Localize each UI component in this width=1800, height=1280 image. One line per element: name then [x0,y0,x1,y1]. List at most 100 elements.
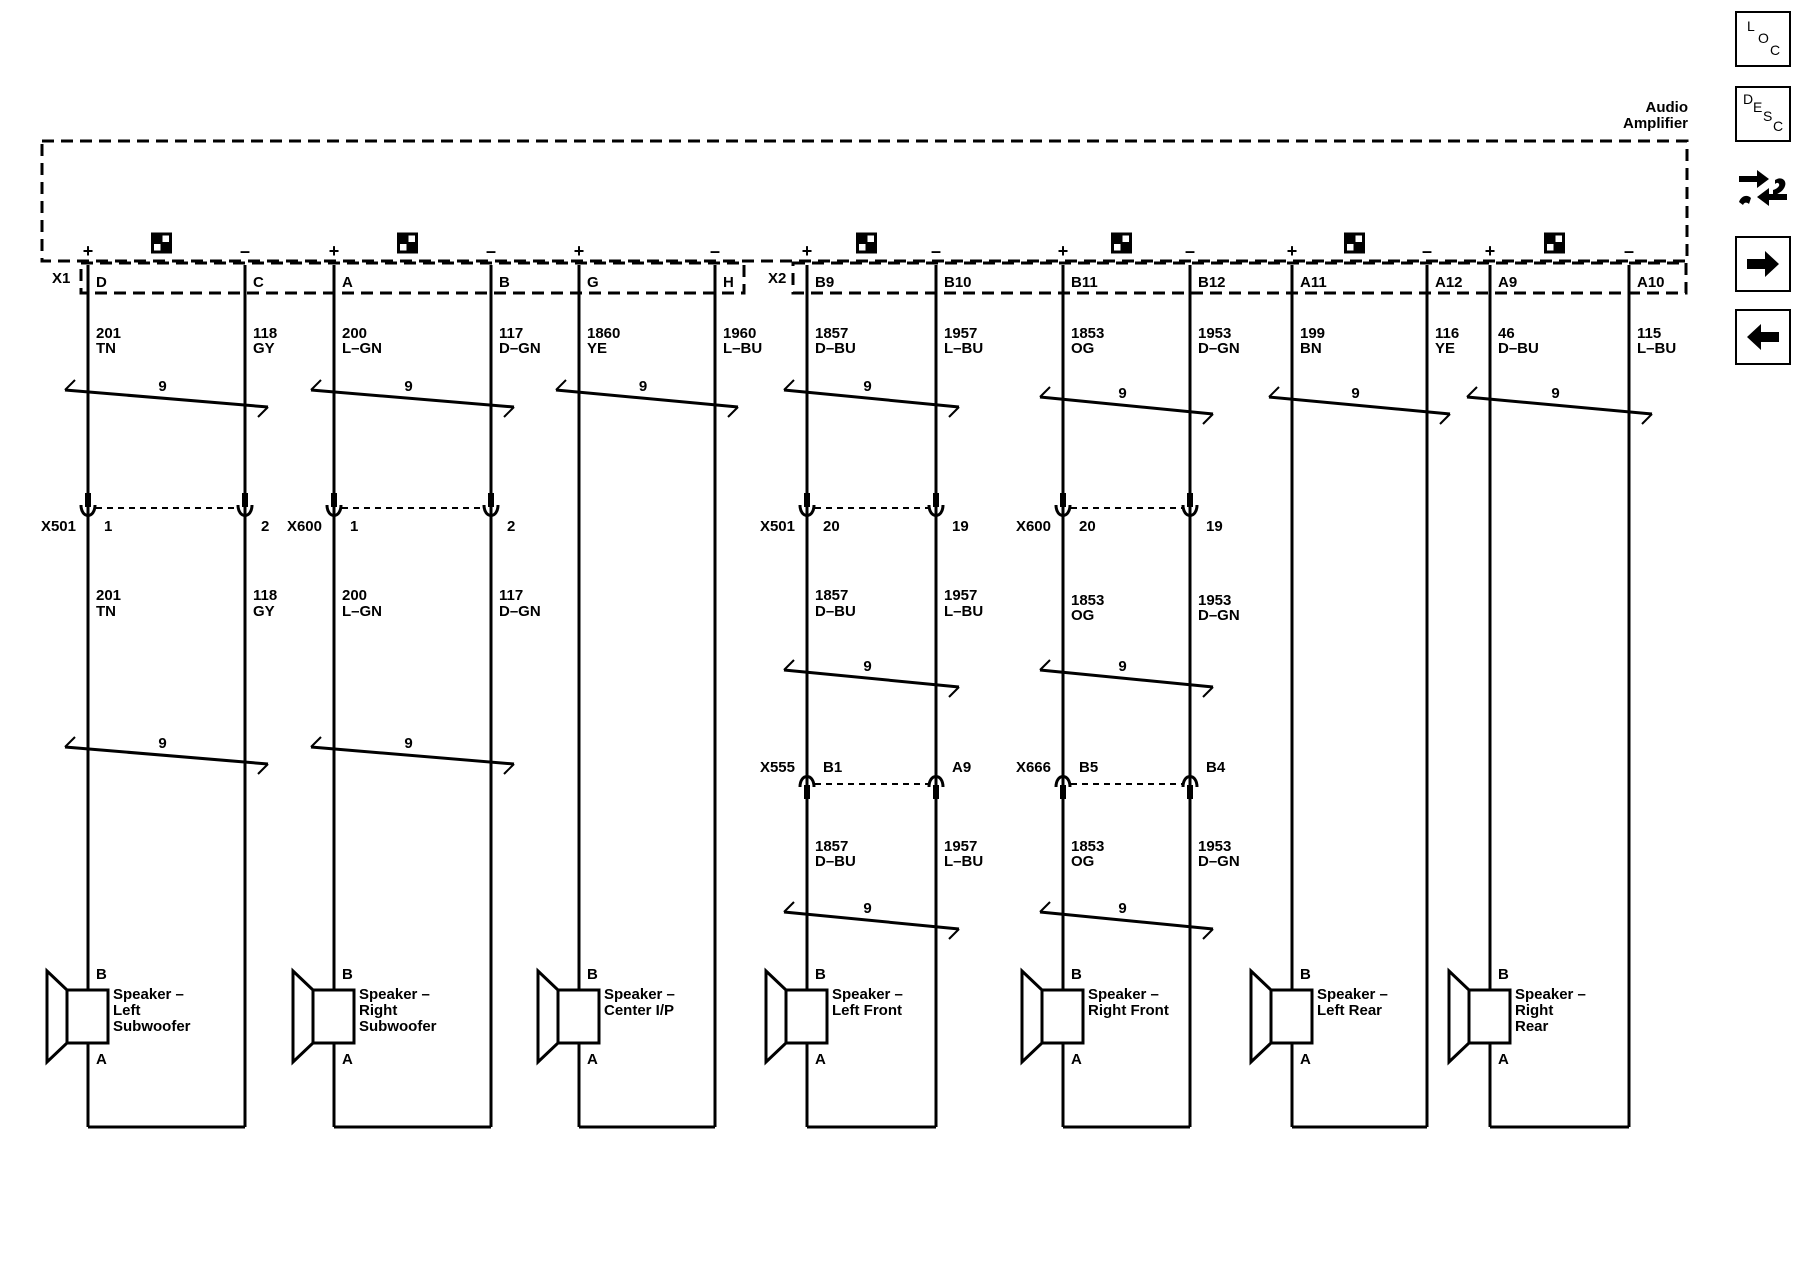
circuit-4-inline2-pin-negative: A9 [952,759,971,776]
arrow-left-icon [1747,324,1779,350]
circuit-2-twist-lower-label: 9 [404,735,412,752]
circuit-6-shield-symbol-fill-b [1354,243,1364,252]
circuit-4-low-positive-number: 1857 [815,838,848,855]
circuit-5-low-positive-number: 1853 [1071,838,1104,855]
circuit-1-mid-negative-color: GY [253,603,275,620]
circuit-5-circuit-negative-color: D–GN [1198,340,1240,357]
loc-button[interactable]: L O C [1735,11,1791,67]
circuit-1-shield-symbol-fill-a [152,234,162,243]
circuit-1-plus: + [83,241,94,261]
circuit-4-circuit-negative-color: L–BU [944,340,983,357]
circuit-1-circuit-negative-color: GY [253,340,275,357]
circuit-2-speaker-label-3: Subwoofer [359,1018,437,1035]
circuit-2-speaker-icon-magnet [311,988,356,1045]
circuit-5-inline-pin-negative: 19 [1206,518,1223,535]
circuit-4-pin-negative: B10 [944,274,972,291]
circuit-5-twist-mid-label: 9 [1118,658,1126,675]
desc-letter-e: E [1753,99,1763,115]
circuit-1-pin-positive: D [96,274,107,291]
x1-connector-outline [79,261,746,295]
circuit-2-circuit-negative-color: D–GN [499,340,541,357]
circuit-2-mid-negative-color: D–GN [499,603,541,620]
circuit-3-pin-negative: H [723,274,734,291]
circuit-1-inline-connector-name: X501 [41,518,76,535]
circuit-5-twist-top-label: 9 [1118,385,1126,402]
circuit-4-mid-negative-number: 1957 [944,587,977,604]
circuit-1-speaker-label-2: Left [113,1002,141,1019]
circuit-4-inline2-connector-name: X555 [760,759,795,776]
circuit-4-speaker-label-1: Speaker – [832,986,903,1003]
circuit-3-circuit-positive-color: YE [587,340,607,357]
circuit-4-circuit-positive-color: D–BU [815,340,856,357]
circuit-6-twist-top-tick-left [1268,386,1280,398]
circuit-5-mid-positive-number: 1853 [1071,592,1104,609]
desc-letter-c: C [1773,118,1784,134]
circuit-1-inline-pin-positive: 1 [104,518,112,535]
circuit-6-pin-positive: A11 [1300,274,1327,291]
circuit-6-twist-top-label: 9 [1351,385,1359,402]
circuit-2-inline-connector-name: X600 [287,518,322,535]
circuit-5-inline2-connector-name: X666 [1016,759,1051,776]
circuit-4-pin-positive: B9 [815,274,834,291]
circuit-5-low-negative-color: D–GN [1198,853,1240,870]
circuit-5-circuit-negative-number: 1953 [1198,325,1231,342]
circuit-5-pin-positive: B11 [1071,274,1098,291]
circuit-5-inline2-positive-cup [1054,775,1072,788]
circuit-5-inline-negative-cup [1181,504,1199,517]
circuit-2-inline-negative-pin [488,493,494,507]
circuit-6-minus: – [1422,241,1432,261]
circuit-1-twist-top-line [64,388,269,409]
circuit-5-twist-bottom-tick-left [1039,901,1051,913]
circuit-4-twist-mid-line [783,668,960,689]
circuit-6-twist-top-tick-right [1439,413,1451,425]
arrow-right-icon [1747,251,1779,277]
circuit-6-circuit-negative-color: YE [1435,340,1455,357]
circuit-4-inline2-negative-cup [927,775,945,788]
circuit-3-speaker-label-2: Center I/P [604,1002,674,1019]
circuit-2-speaker-terminal-b: B [342,966,353,983]
circuit-7-circuit-negative-color: L–BU [1637,340,1676,357]
circuit-4-twist-bottom-line [783,910,960,931]
circuit-7-twist-top-tick-right [1641,413,1653,425]
circuit-5-twist-mid-tick-right [1202,686,1214,698]
circuit-1-mid-negative-number: 118 [253,587,277,604]
connector-swap-icon [1739,170,1787,206]
circuit-7-speaker-label-3: Rear [1515,1018,1549,1035]
circuit-6-pin-negative: A12 [1435,274,1463,291]
connector-swap-button[interactable] [1735,160,1791,216]
circuit-5-mid-negative-color: D–GN [1198,607,1240,624]
circuit-3-speaker-label-1: Speaker – [604,986,675,1003]
circuit-1-speaker-label-1: Speaker – [113,986,184,1003]
circuit-2-twist-lower-tick-right [503,763,515,775]
circuit-7-speaker-terminal-a: A [1498,1051,1509,1068]
circuit-4-inline2-pin-positive: B1 [823,759,842,776]
desc-letter-d: D [1743,91,1754,107]
x1-connector-label: X1 [52,270,70,287]
circuit-4-mid-positive-number: 1857 [815,587,848,604]
circuit-4-plus: + [802,241,813,261]
circuit-5-twist-bottom-line [1039,910,1214,931]
circuit-6-plus: + [1287,241,1298,261]
circuit-4-speaker-icon-magnet [784,988,829,1045]
circuit-6-speaker-label-1: Speaker – [1317,986,1388,1003]
circuit-5-speaker-icon-magnet [1040,988,1085,1045]
loc-letter-o: O [1758,30,1769,46]
previous-page-button[interactable] [1735,309,1791,365]
circuit-5-twist-mid-line [1039,668,1214,689]
circuit-5-speaker-terminal-a: A [1071,1051,1082,1068]
circuit-3-twist-top-label: 9 [639,378,647,395]
circuit-7-circuit-positive-number: 46 [1498,325,1515,342]
circuit-7-twist-top-label: 9 [1551,385,1559,402]
x2-connector-label: X2 [768,270,786,287]
circuit-1-speaker-icon-magnet [65,988,110,1045]
desc-button[interactable]: D E S C [1735,86,1791,142]
next-page-button[interactable] [1735,236,1791,292]
circuit-7-speaker-label-1: Speaker – [1515,986,1586,1003]
circuit-6-speaker-terminal-b: B [1300,966,1311,983]
circuit-2-mid-positive-color: L–GN [342,603,382,620]
circuit-2-speaker-terminal-a: A [342,1051,353,1068]
circuit-5-twist-bottom-label: 9 [1118,900,1126,917]
circuit-6-shield-symbol-fill-a [1345,234,1355,243]
circuit-2-speaker-label-2: Right [359,1002,397,1019]
circuit-5-inline-positive-pin [1060,493,1066,507]
